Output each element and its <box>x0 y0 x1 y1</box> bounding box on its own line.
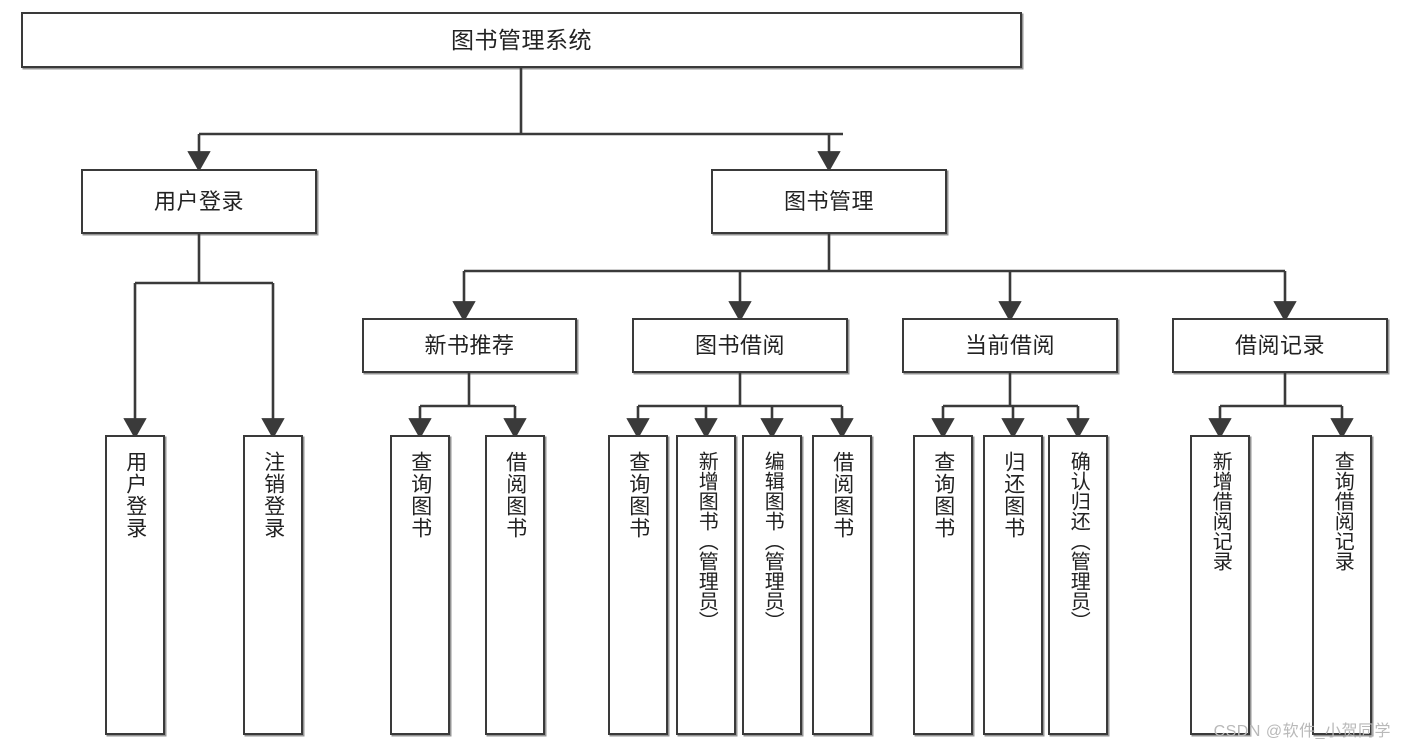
node-leaf-user-login[interactable]: 用户登录 <box>105 435 165 735</box>
node-current-borrow-label: 当前借阅 <box>964 332 1055 358</box>
node-borrow-record[interactable]: 借阅记录 <box>1172 318 1388 373</box>
node-leaf-confirm-return[interactable]: 确认归还（管理员） <box>1048 435 1108 735</box>
node-book-manage[interactable]: 图书管理 <box>711 169 947 234</box>
node-leaf-borrow-book-1[interactable]: 借阅图书 <box>485 435 545 735</box>
node-book-manage-label: 图书管理 <box>783 188 874 214</box>
node-leaf-query-book-2-label: 查询图书 <box>626 451 650 539</box>
node-book-borrow[interactable]: 图书借阅 <box>632 318 848 373</box>
node-leaf-query-book-3[interactable]: 查询图书 <box>913 435 973 735</box>
node-new-book-recommend[interactable]: 新书推荐 <box>362 318 577 373</box>
node-user-login-label: 用户登录 <box>153 188 244 214</box>
node-leaf-query-book-2[interactable]: 查询图书 <box>608 435 668 735</box>
node-leaf-add-record-label: 新增借阅记录 <box>1209 451 1232 571</box>
node-leaf-user-login-label: 用户登录 <box>123 451 147 539</box>
node-leaf-add-book-label: 新增图书（管理员） <box>695 451 718 631</box>
node-current-borrow[interactable]: 当前借阅 <box>902 318 1118 373</box>
node-root[interactable]: 图书管理系统 <box>21 12 1022 68</box>
node-leaf-query-book-1[interactable]: 查询图书 <box>390 435 450 735</box>
node-leaf-add-record[interactable]: 新增借阅记录 <box>1190 435 1250 735</box>
node-leaf-confirm-return-label: 确认归还（管理员） <box>1067 451 1090 631</box>
node-user-login[interactable]: 用户登录 <box>81 169 317 234</box>
node-borrow-record-label: 借阅记录 <box>1234 332 1325 358</box>
node-leaf-borrow-book-2-label: 借阅图书 <box>830 451 854 539</box>
node-leaf-edit-book-label: 编辑图书（管理员） <box>761 451 784 631</box>
node-leaf-query-record-label: 查询借阅记录 <box>1331 451 1354 571</box>
node-leaf-logout-label: 注销登录 <box>261 451 285 539</box>
node-new-book-recommend-label: 新书推荐 <box>424 332 515 358</box>
node-leaf-return-book-label: 归还图书 <box>1001 451 1025 539</box>
node-leaf-edit-book[interactable]: 编辑图书（管理员） <box>742 435 802 735</box>
node-leaf-borrow-book-1-label: 借阅图书 <box>503 451 527 539</box>
node-leaf-add-book[interactable]: 新增图书（管理员） <box>676 435 736 735</box>
node-leaf-query-book-3-label: 查询图书 <box>931 451 955 539</box>
node-leaf-logout[interactable]: 注销登录 <box>243 435 303 735</box>
node-leaf-query-book-1-label: 查询图书 <box>408 451 432 539</box>
node-leaf-borrow-book-2[interactable]: 借阅图书 <box>812 435 872 735</box>
node-leaf-return-book[interactable]: 归还图书 <box>983 435 1043 735</box>
node-book-borrow-label: 图书借阅 <box>694 332 785 358</box>
node-root-label: 图书管理系统 <box>451 26 592 53</box>
watermark: CSDN @软件_小贺同学 <box>1213 723 1391 740</box>
node-leaf-query-record[interactable]: 查询借阅记录 <box>1312 435 1372 735</box>
